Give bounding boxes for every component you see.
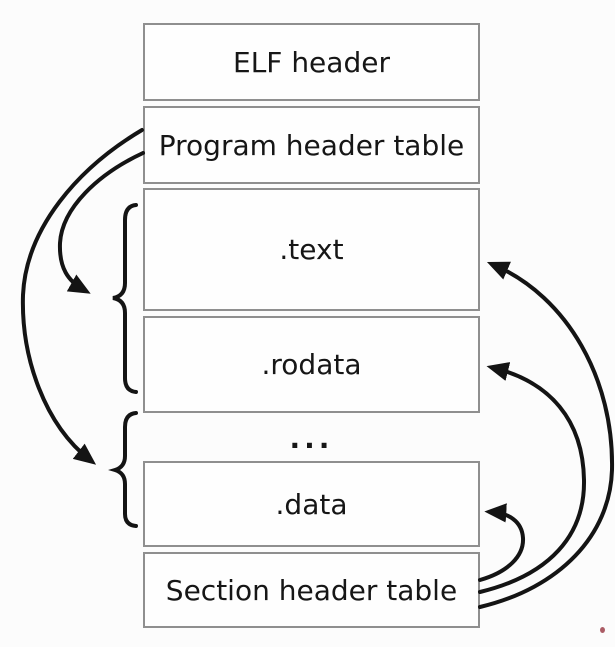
box-rodata-section-label: .rodata [261, 348, 362, 381]
brace-data-group [108, 411, 138, 528]
box-section-header-table-label: Section header table [165, 573, 458, 607]
arrow-phtable-to-data-segment [20, 128, 144, 465]
arrow-shtable-to-data [478, 503, 526, 582]
red-artifact-dot [600, 627, 605, 633]
box-program-header-table: Program header table [143, 106, 480, 184]
box-data-section-label: .data [275, 487, 348, 521]
box-program-header-table-label: Program header table [158, 128, 465, 162]
box-rodata-section: .rodata [143, 316, 480, 413]
arrow-phtable-to-text-segment [57, 151, 145, 294]
box-elf-header: ELF header [143, 23, 480, 101]
arrow-shtable-to-rodata [478, 362, 587, 594]
box-data-section: .data [143, 461, 480, 547]
box-text-section-label: .text [279, 233, 344, 266]
box-section-header-table: Section header table [143, 552, 480, 628]
arrow-shtable-to-text [478, 261, 615, 609]
brace-text-rodata-group [112, 203, 138, 394]
ellipsis-more-sections: ... [289, 421, 334, 455]
box-text-section: .text [143, 188, 480, 311]
box-elf-header-label: ELF header [233, 45, 390, 79]
